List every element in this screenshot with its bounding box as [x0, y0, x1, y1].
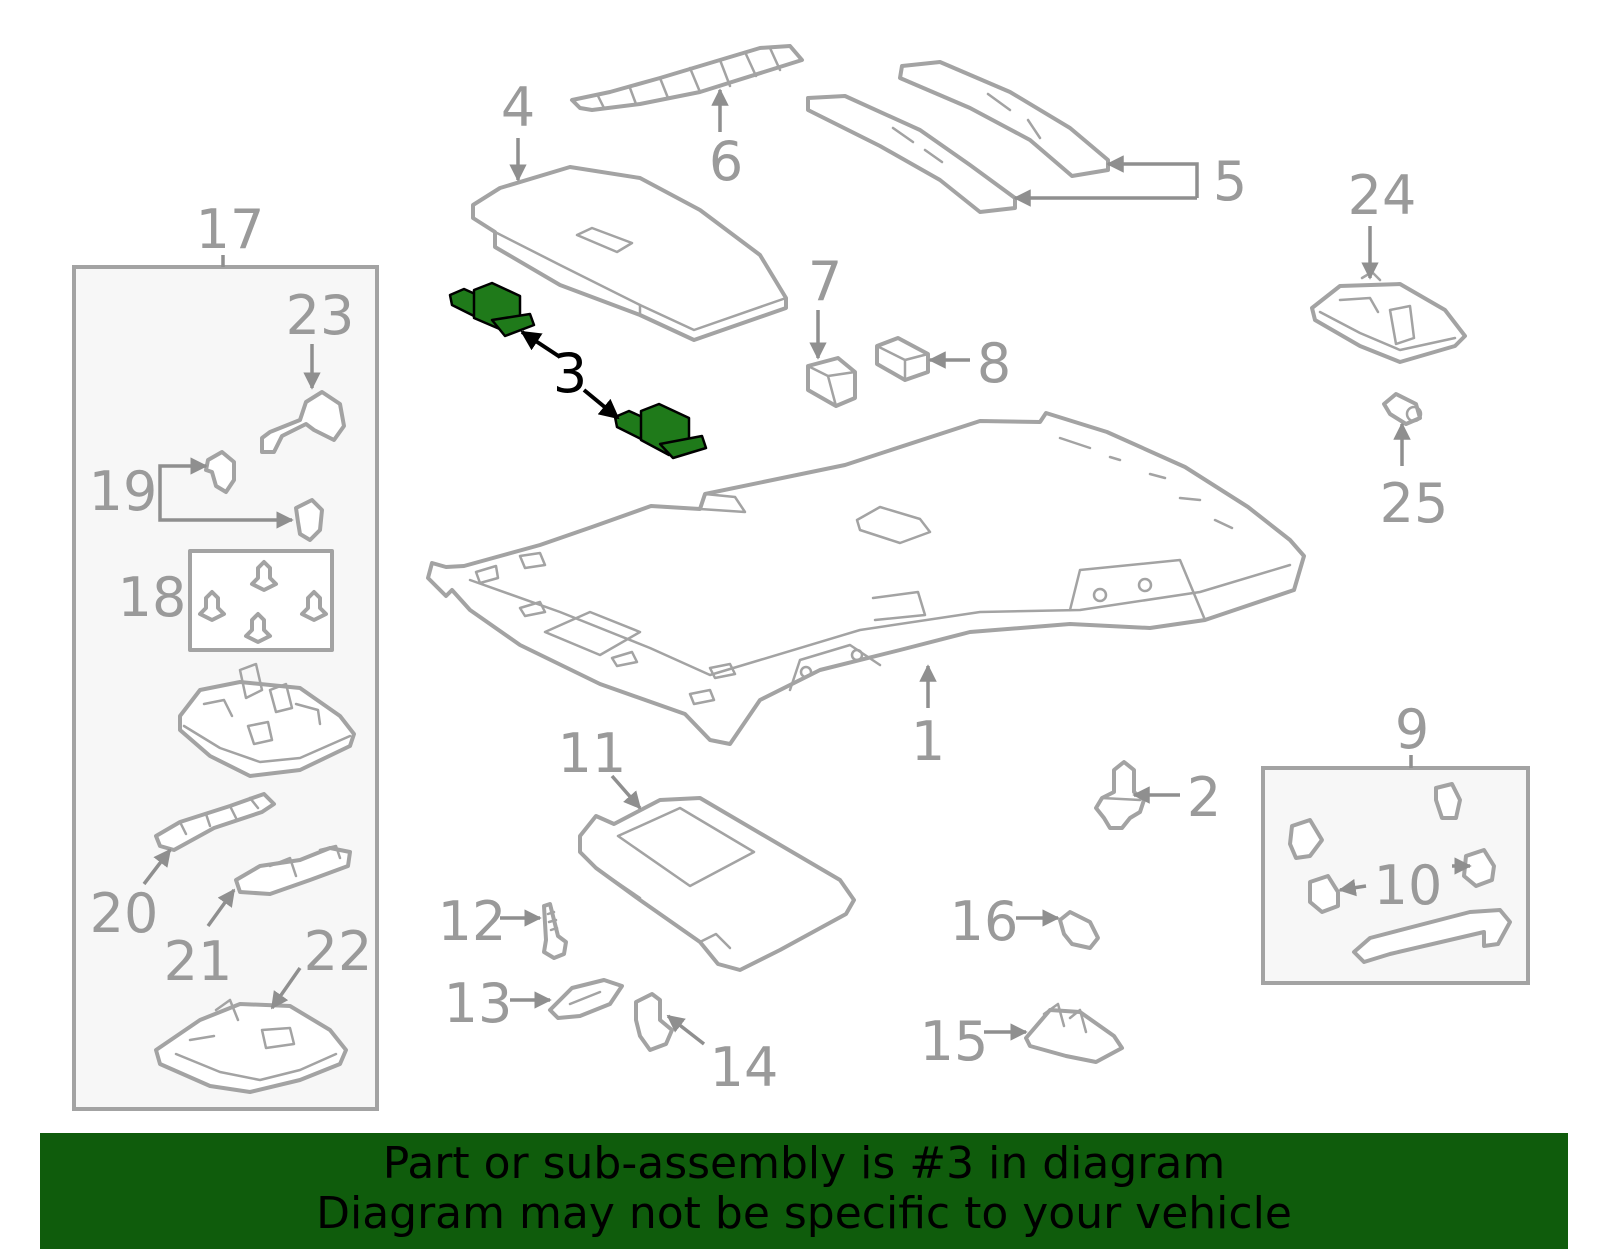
- callout-3: 3: [553, 342, 587, 405]
- callout-1: 1: [911, 710, 945, 773]
- callout-21: 21: [164, 930, 233, 993]
- callout-20: 20: [90, 882, 159, 945]
- callout-22: 22: [304, 920, 373, 983]
- cap-part-13: [548, 978, 624, 1020]
- banner-line-part: Part or sub-assembly is #3 in diagram: [382, 1138, 1226, 1189]
- clip-part-10-a: [1288, 818, 1324, 860]
- callout-11: 11: [558, 722, 627, 785]
- clip-part-3-upper: [448, 281, 536, 338]
- clip-part-10-d: [1462, 848, 1496, 888]
- block-part-7: [806, 356, 857, 408]
- banner-line-disclaimer: Diagram may not be specific to your vehi…: [316, 1188, 1292, 1239]
- trim-part-20: [154, 792, 276, 852]
- clip-part-10-c: [1308, 874, 1340, 914]
- callout-10: 10: [1374, 854, 1443, 917]
- callout-18: 18: [118, 566, 187, 629]
- callout-7: 7: [808, 250, 842, 313]
- clip-part-3-lower: [613, 402, 708, 460]
- callout-9: 9: [1395, 698, 1429, 761]
- screws-part-18: [198, 560, 328, 644]
- bracket-part-6: [570, 44, 804, 112]
- clip-part-19-b: [294, 498, 324, 542]
- trim-part-21: [234, 844, 352, 896]
- callout-4: 4: [501, 76, 535, 139]
- callout-15: 15: [920, 1010, 989, 1073]
- callout-2: 2: [1187, 766, 1221, 829]
- holder-part-14: [634, 992, 674, 1052]
- lamp-housing-part-17: [178, 662, 356, 778]
- lamp-part-24: [1310, 270, 1467, 364]
- callout-25: 25: [1380, 472, 1449, 535]
- callout-14: 14: [710, 1036, 779, 1099]
- callout-24: 24: [1348, 164, 1417, 227]
- callout-23: 23: [286, 284, 355, 347]
- lamp-base-part-22: [154, 998, 348, 1094]
- headliner-part-1: [426, 411, 1306, 746]
- callout-19: 19: [89, 460, 158, 523]
- sun-visor-part-11: [578, 796, 856, 972]
- block-part-8: [875, 336, 930, 382]
- clip-part-10-b: [1434, 782, 1462, 820]
- info-banner: Part or sub-assembly is #3 in diagram Di…: [40, 1133, 1568, 1249]
- callout-12: 12: [438, 890, 507, 953]
- lamp-part-15: [1024, 1002, 1124, 1064]
- bulb-part-25: [1382, 392, 1423, 426]
- clip-part-19-a: [204, 450, 236, 494]
- panel-part-4: [471, 165, 788, 342]
- callout-8: 8: [977, 332, 1011, 395]
- bracket-part-23: [260, 390, 346, 454]
- callout-16: 16: [950, 890, 1019, 953]
- bulb-part-16: [1058, 910, 1100, 950]
- roof-strip-part-5: [806, 60, 1110, 214]
- grip-handle-part-9: [1352, 908, 1512, 964]
- callout-13: 13: [444, 972, 513, 1035]
- callout-5: 5: [1213, 150, 1247, 213]
- screw-part-12: [542, 902, 568, 960]
- callout-6: 6: [709, 130, 743, 193]
- callout-17: 17: [196, 198, 265, 261]
